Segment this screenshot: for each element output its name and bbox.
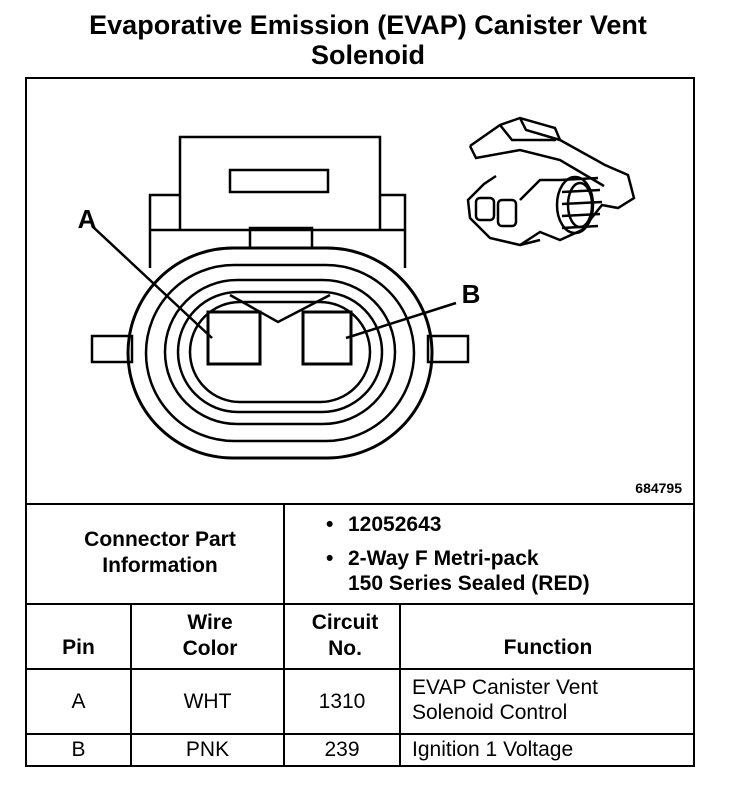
table-divider (283, 603, 285, 767)
table-row-b-wire-color: PNK (185, 738, 230, 761)
table-row-b-function: Ignition 1 Voltage (412, 737, 573, 762)
pin-a-label: A (77, 203, 97, 234)
table-divider (130, 603, 132, 767)
column-header-function: Function (503, 636, 593, 659)
table-row-a-function-line2: Solenoid Control (412, 701, 568, 724)
pin-b-label: B (461, 278, 481, 309)
table-divider (25, 668, 695, 670)
column-header-pin: Pin (62, 636, 95, 659)
table-row-a-wire-color: WHT (183, 689, 232, 713)
table-row-a-function: EVAP Canister Vent Solenoid Control (412, 675, 598, 725)
table-row-b-circuit: 239 (324, 738, 360, 761)
connector-description-line2: 150 Series Sealed (RED) (348, 572, 590, 595)
list-item: 12052643 (322, 512, 590, 537)
page-title: Evaporative Emission (EVAP) Canister Ven… (89, 10, 647, 70)
table-top-border (25, 503, 695, 505)
diagram-frame (25, 77, 695, 767)
part-number: 12052643 (348, 513, 442, 536)
table-divider (283, 503, 285, 603)
table-row-a-circuit: 1310 (318, 689, 366, 713)
table-divider (25, 733, 695, 735)
table-row-a-pin: A (71, 689, 86, 713)
table-divider (25, 603, 695, 605)
connector-info-list: 12052643 2-Way F Metri-pack 150 Series S… (322, 512, 590, 596)
table-row-b-pin: B (71, 738, 86, 761)
connector-drawing (90, 116, 636, 460)
list-item: 2-Way F Metri-pack 150 Series Sealed (RE… (322, 546, 590, 596)
table-divider (399, 603, 401, 767)
connector-description-line1: 2-Way F Metri-pack (348, 547, 539, 570)
table-row-b-function-line1: Ignition 1 Voltage (412, 738, 574, 761)
figure-id: 684795 (635, 480, 682, 496)
table-row-a-function-line1: EVAP Canister Vent (412, 676, 598, 699)
